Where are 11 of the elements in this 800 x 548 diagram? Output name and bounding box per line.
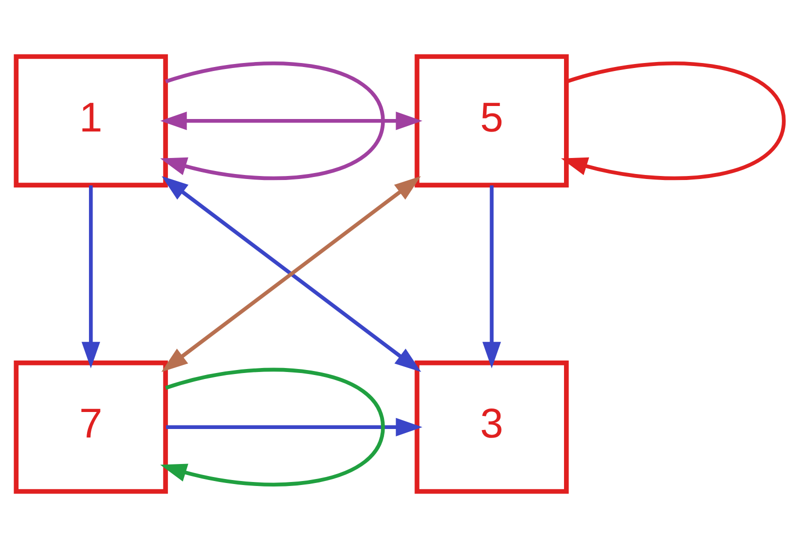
node-box: 7 <box>14 360 168 494</box>
arrow <box>160 112 422 130</box>
arrow <box>160 62 385 180</box>
node-box: 3 <box>414 360 569 494</box>
node-box: 1 <box>14 54 168 188</box>
node-box: 5 <box>414 54 569 188</box>
arrow <box>160 368 385 486</box>
arrow <box>166 418 422 436</box>
arrow <box>561 62 786 180</box>
arrow <box>82 185 100 368</box>
arrow <box>482 185 501 368</box>
